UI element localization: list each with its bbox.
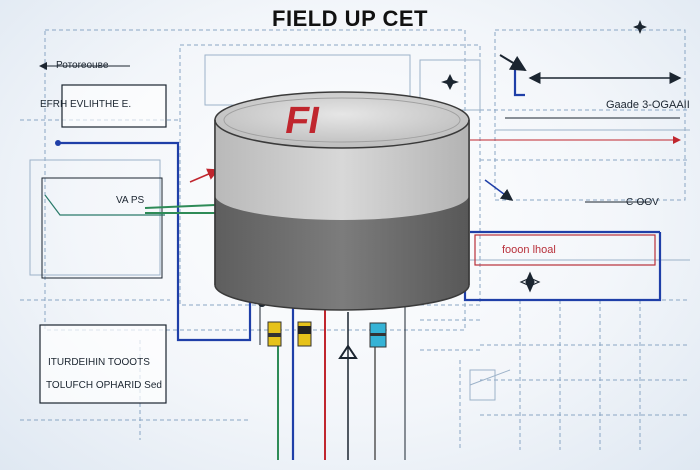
label-right-mid: C-OOV — [626, 197, 659, 208]
label-bottom-line1: ITURDEIHIN TOOOTS — [48, 357, 150, 368]
label-bottom-line2: TOLUFCH OPHARID Sed — [46, 380, 162, 391]
sparkle-icon — [441, 74, 459, 90]
compass-icon — [519, 271, 541, 293]
page-title: FIELD UP CET — [272, 6, 428, 31]
label-box-left — [61, 84, 167, 128]
tank-logo: FI — [282, 99, 323, 142]
sensor-cyan — [369, 322, 387, 348]
label-box-bottom — [39, 324, 167, 404]
green-flow — [144, 204, 279, 460]
label-box-left-text: EFRH EVLIHTHE E. — [40, 99, 132, 110]
label-mid-left: VA PS — [116, 195, 145, 206]
triangle-up-icon — [338, 344, 358, 359]
red-label-box — [474, 234, 656, 266]
tank — [214, 91, 470, 311]
label-right-top: Gaade 3-OGAAII — [606, 99, 690, 111]
left-panel — [41, 177, 163, 279]
blue-piping — [58, 62, 662, 460]
label-top-left: Ротоrеоuве — [56, 60, 109, 71]
sensor-yellow-1 — [267, 321, 282, 347]
label-right-box: fooon lhoal — [502, 244, 556, 256]
sensor-yellow-2 — [297, 321, 312, 347]
